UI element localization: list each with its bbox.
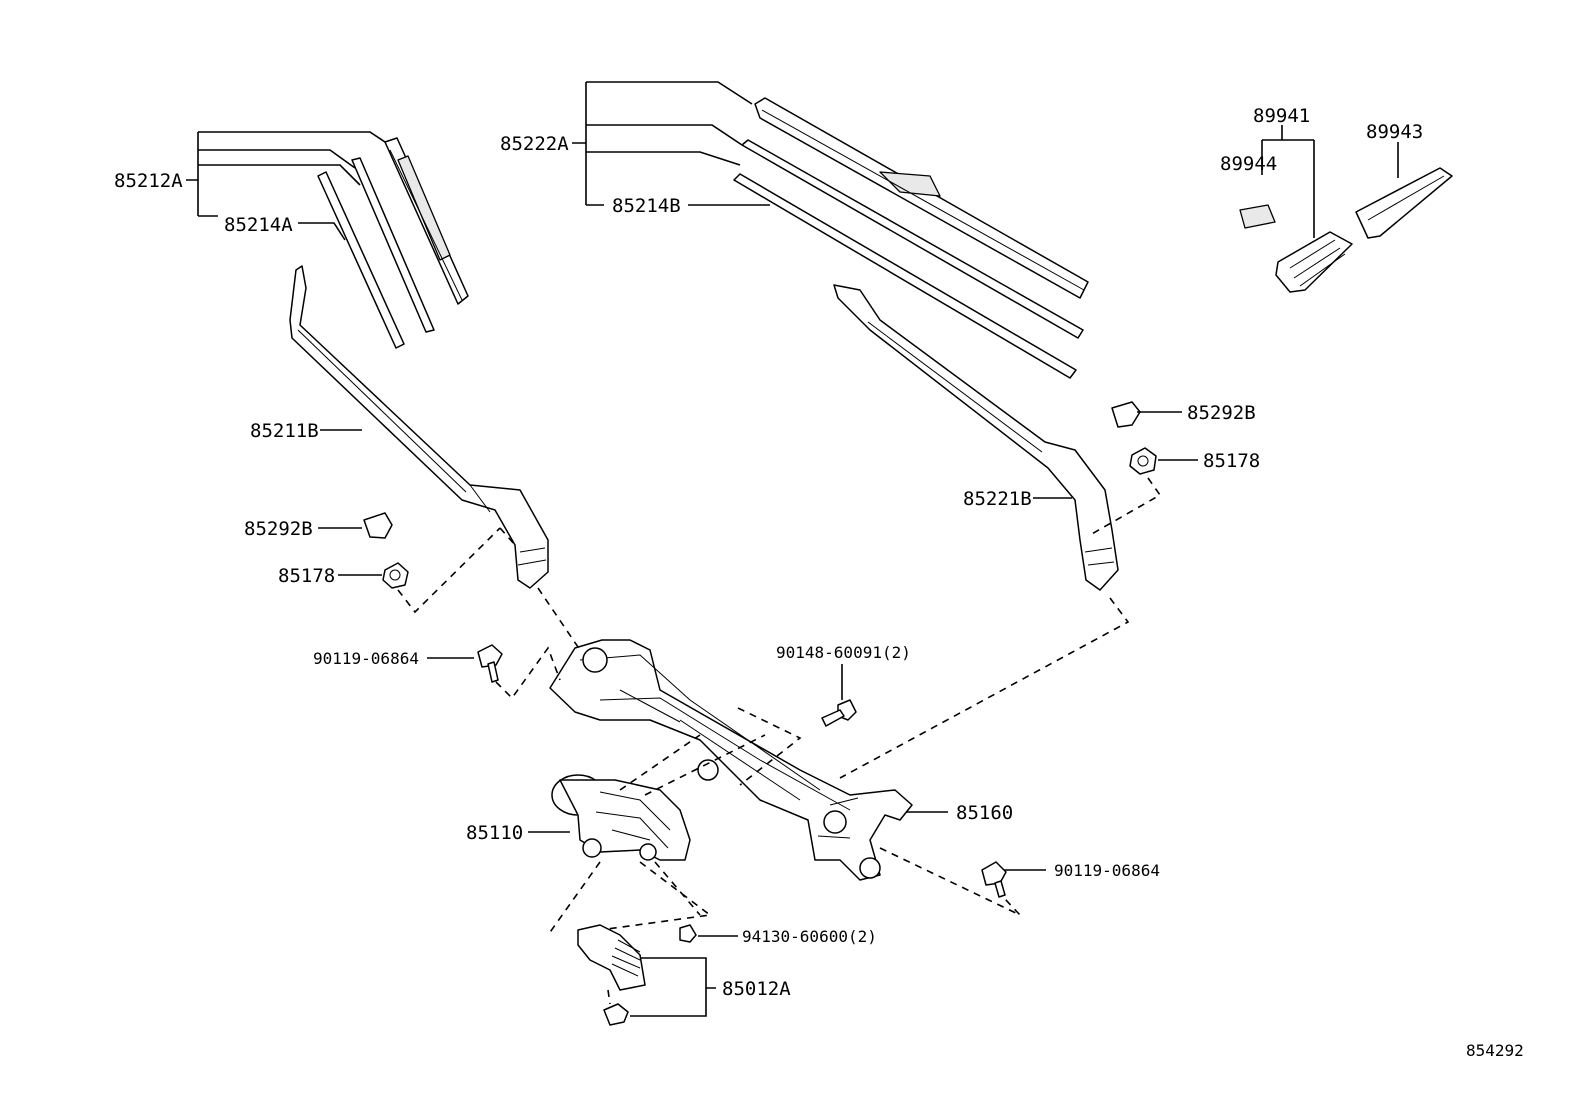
- callout-89944: 89944: [1220, 153, 1277, 175]
- callout-94130: 94130-60600(2): [742, 927, 877, 946]
- dash-left-bolt: [495, 646, 561, 700]
- diagram-id: 854292: [1466, 1041, 1524, 1060]
- callout-85292B-left: 85292B: [244, 518, 313, 540]
- motor-bracket: [577, 924, 646, 1026]
- callout-85214A: 85214A: [224, 214, 293, 236]
- dash-right-bolt: [879, 847, 1021, 916]
- callout-85212A: 85212A: [114, 170, 183, 192]
- wiper-motor: [551, 774, 691, 861]
- part-89944-pad: [1239, 204, 1276, 229]
- right-blade-leaders: [572, 81, 770, 206]
- dash-right-nut: [1089, 477, 1162, 536]
- callout-85178-right: 85178: [1203, 450, 1260, 472]
- left-wiper-refill: [317, 171, 405, 349]
- callout-85292B-right: 85292B: [1187, 402, 1256, 424]
- left-arm-nut: [382, 562, 409, 589]
- callout-85160: 85160: [956, 802, 1013, 824]
- left-blade-leaders: [186, 131, 386, 241]
- dash-motor-bracket: [547, 861, 713, 936]
- right-arm-cap: [1111, 401, 1141, 428]
- callout-89941: 89941: [1253, 105, 1310, 127]
- dash-motor-linkage: [619, 734, 766, 796]
- right-arm-nut: [1129, 447, 1157, 475]
- part-89941-clip: [1275, 231, 1353, 293]
- wiper-linkage: [549, 639, 913, 881]
- left-wiper-arm: [289, 265, 549, 589]
- callout-85222A: 85222A: [500, 133, 569, 155]
- callout-85211B: 85211B: [250, 420, 319, 442]
- dash-90148: [737, 707, 802, 786]
- right-wiper-refill: [733, 173, 1077, 379]
- callout-85178-left: 85178: [278, 565, 335, 587]
- callout-85214B: 85214B: [612, 195, 681, 217]
- callout-90119-left: 90119-06864: [313, 649, 419, 668]
- callout-85110: 85110: [466, 822, 523, 844]
- callout-85012A: 85012A: [722, 978, 791, 1000]
- dash-right-arm-linkage: [839, 597, 1130, 779]
- dash-bracket-nut: [607, 989, 611, 1005]
- left-wiper-blade: [351, 137, 469, 333]
- left-arm-cap: [363, 512, 393, 539]
- right-wiper-blade: [741, 97, 1089, 339]
- bolt-90119-right: [981, 861, 1007, 898]
- callout-90119-right: 90119-06864: [1054, 861, 1160, 880]
- bolt-90119-left: [477, 644, 503, 683]
- dash-left-arm-link2: [499, 527, 516, 546]
- callout-89943: 89943: [1366, 121, 1423, 143]
- callout-90148: 90148-60091(2): [776, 643, 911, 662]
- leader-85012A: [630, 957, 716, 1017]
- right-wiper-arm: [833, 284, 1119, 591]
- grommet-94130: [679, 924, 697, 943]
- small-parts-leaders: [1261, 125, 1399, 238]
- dash-left-arm-linkage: [537, 587, 581, 651]
- callout-85221B: 85221B: [963, 488, 1032, 510]
- bolt-90148: [821, 699, 857, 727]
- dash-left-nut: [397, 527, 501, 614]
- part-89943-cover: [1355, 167, 1453, 239]
